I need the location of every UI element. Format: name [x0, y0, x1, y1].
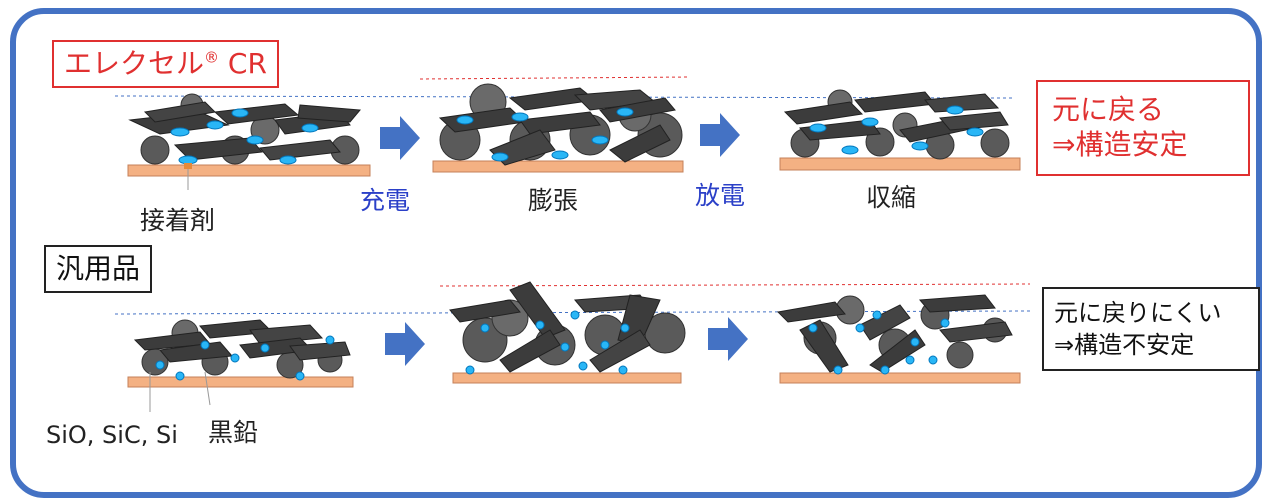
expansion-ref-line-lower — [439, 283, 1031, 287]
electrode-stack-generic-shrunk — [776, 294, 1013, 375]
substrate — [127, 376, 354, 388]
graphite-label: 黒鉛 — [208, 418, 259, 447]
binder-pointer-marker — [184, 163, 192, 169]
expansion-label: 膨張 — [528, 186, 579, 215]
generic-label-box: 汎用品 — [44, 245, 153, 293]
result-bad-line2: ⇒構造不安定 — [1054, 331, 1195, 360]
discharge-label: 放電 — [695, 181, 746, 210]
product-suffix: CR — [227, 47, 267, 80]
shrink-label: 収縮 — [866, 183, 917, 212]
electrode-stack-generic-expanded — [449, 281, 686, 375]
product-label-box: エレクセル® CR — [52, 40, 279, 88]
substrate — [779, 372, 1021, 384]
process-arrow-right — [385, 322, 425, 366]
result-good-line1: 元に戻る — [1052, 93, 1165, 126]
result-bad-line1: 元に戻りにくい — [1054, 299, 1222, 327]
electrode-stack-generic-initial — [133, 319, 351, 381]
expansion-ref-line — [419, 76, 691, 80]
result-bad-box: 元に戻りにくい ⇒構造不安定 — [1042, 287, 1260, 371]
process-arrow-right — [708, 317, 748, 361]
electrode-stack-cr-expanded — [438, 83, 683, 166]
electrode-stack-cr-shrunk — [783, 89, 1010, 160]
substrate — [452, 372, 682, 384]
electrode-stack-cr-initial — [128, 93, 361, 165]
graphite-pointer — [204, 371, 211, 406]
product-name: エレクセル — [64, 47, 205, 80]
binder-label: 接着剤 — [140, 206, 216, 235]
diagram-canvas — [114, 76, 1031, 412]
substrate — [432, 160, 684, 173]
result-good-line2: ⇒構造安定 — [1052, 128, 1188, 161]
process-arrow-right — [380, 116, 420, 160]
charge-label: 充電 — [360, 186, 411, 215]
process-arrow-right — [700, 113, 740, 157]
registered-mark: ® — [204, 48, 220, 67]
generic-label: 汎用品 — [56, 252, 141, 285]
substrate — [779, 157, 1021, 171]
substrate — [127, 164, 371, 177]
result-good-box: 元に戻る ⇒構造安定 — [1036, 80, 1250, 176]
silicon-materials-label: SiO, SiC, Si — [46, 421, 178, 449]
